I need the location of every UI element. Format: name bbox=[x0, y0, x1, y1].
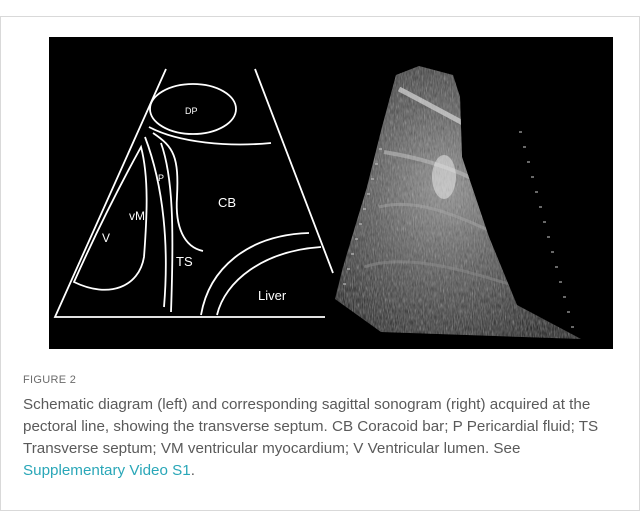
label-cb: CB bbox=[218, 195, 236, 210]
label-ts: TS bbox=[176, 254, 193, 269]
sector-right-edge bbox=[255, 69, 333, 273]
label-v: V bbox=[102, 231, 110, 245]
sonogram-image bbox=[329, 57, 589, 347]
figure-number-label: FIGURE 2 bbox=[23, 374, 76, 386]
schematic-labels: DP CB P vM V TS Liver bbox=[102, 106, 287, 303]
label-dp: DP bbox=[185, 106, 198, 116]
liver-outer-boundary bbox=[201, 233, 309, 315]
caption-text: Schematic diagram (left) and correspondi… bbox=[23, 396, 598, 457]
label-vm: vM bbox=[129, 209, 145, 223]
label-liver: Liver bbox=[258, 288, 287, 303]
ts-left-boundary bbox=[161, 143, 172, 312]
liver-inner-boundary bbox=[217, 247, 321, 315]
supplementary-video-link[interactable]: Supplementary Video S1 bbox=[23, 462, 191, 479]
figure-image-panel: DP CB P vM V TS Liver bbox=[49, 37, 613, 349]
figure-svg: DP CB P vM V TS Liver bbox=[49, 37, 613, 349]
figure-caption: Schematic diagram (left) and correspondi… bbox=[23, 394, 613, 482]
label-p: P bbox=[158, 173, 164, 183]
figure-card: DP CB P vM V TS Liver bbox=[0, 16, 640, 511]
vm-outer-boundary bbox=[145, 137, 166, 307]
caption-end: . bbox=[191, 462, 195, 479]
